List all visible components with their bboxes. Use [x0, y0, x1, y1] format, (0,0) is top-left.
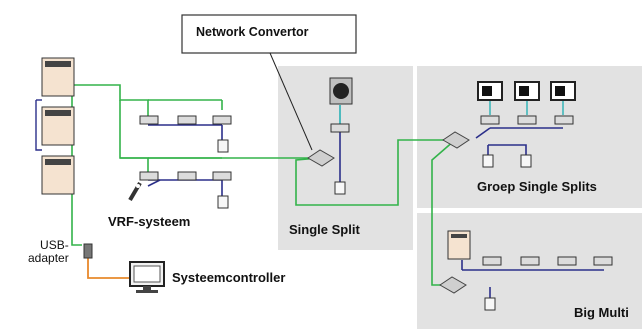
usb-cable — [87, 258, 130, 279]
vrf-outdoor-unit-icon — [35, 57, 75, 195]
big-multi-label: Big Multi — [574, 305, 629, 320]
wired-remote-controller-icon — [217, 139, 532, 311]
refrigerant-lines — [147, 124, 604, 298]
callout-pointer — [269, 52, 313, 151]
usb-adapter-icon — [83, 243, 93, 259]
computer-monitor-icon — [129, 261, 165, 293]
split-outdoor-fan-unit-icon — [329, 77, 353, 105]
usb-adapter-label-line-2: adapter — [28, 251, 69, 265]
network-convertor-callout-box — [181, 14, 357, 54]
systeemcontroller-label: Systeemcontroller — [172, 270, 286, 285]
groep-single-splits-label: Groep Single Splits — [477, 179, 597, 194]
wireless-remote-controller-icon — [128, 181, 142, 202]
usb-adapter-label-line-1: USB- — [40, 238, 69, 252]
ceiling-cassette-indoor-unit-icon — [139, 115, 613, 266]
single-split-label: Single Split — [289, 222, 360, 237]
big-multi-outdoor-unit-icon — [447, 230, 471, 260]
usb-adapter-label: USB- adapter — [28, 239, 69, 265]
group-split-outdoor-units — [477, 81, 576, 101]
network-convertor-label: Network Convertor — [196, 25, 309, 39]
network-convertor-icon — [307, 131, 470, 294]
vrf-systeem-label: VRF-systeem — [108, 214, 191, 229]
